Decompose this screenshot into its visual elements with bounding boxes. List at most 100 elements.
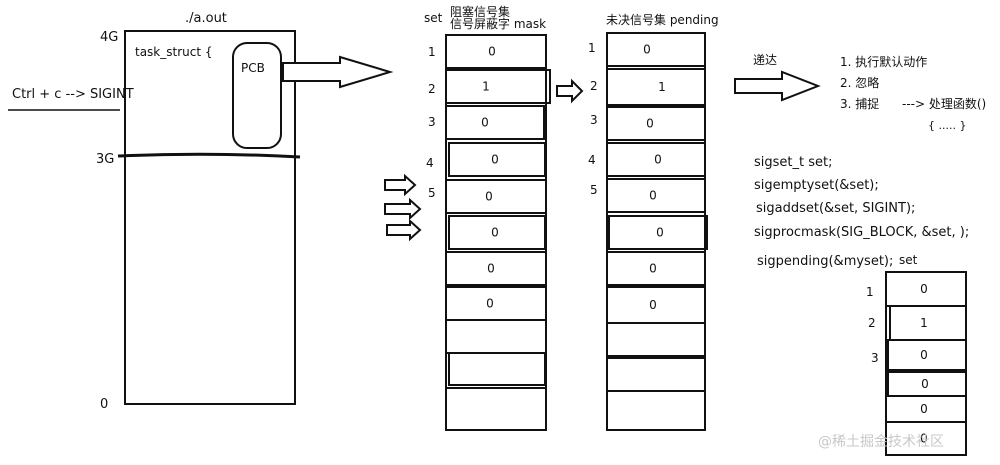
pending-cell	[608, 215, 708, 250]
row-pointer-arrow	[384, 197, 422, 221]
pending-cell	[606, 357, 706, 392]
set-row-label: 1	[866, 285, 874, 299]
pending-row-label: 1	[588, 41, 596, 55]
pending-row-label: 4	[588, 153, 596, 167]
pending-cell	[606, 390, 706, 431]
mask-row-label: 3	[428, 115, 436, 129]
pending-cell	[606, 142, 706, 177]
mask-cell-value: 0	[485, 190, 493, 204]
mask-cell-value: 0	[491, 153, 499, 167]
code-line: sigaddset(&set, SIGINT);	[756, 201, 915, 216]
pending-table-cells: 0 1 0 0 0 0 0 0	[606, 32, 708, 431]
pending-cell	[606, 251, 706, 286]
mask-table-cells: 0 1 0 0 0 0 0 0	[445, 34, 551, 431]
delivery-label: 递达	[753, 53, 777, 67]
pending-cell-value: 0	[649, 189, 657, 203]
delivery-handler-body: { ..... }	[928, 119, 966, 132]
row-pointer-arrow	[386, 218, 422, 242]
pending-cell	[606, 68, 706, 106]
pcb-to-mask-arrow	[282, 55, 394, 89]
mem-label-4g: 4G	[100, 30, 118, 45]
mask-row-label: 4	[426, 156, 434, 170]
set-table-frame	[885, 271, 967, 456]
watermark: @稀土掘金技术社区	[818, 434, 944, 450]
set-cell-value: 0	[920, 348, 928, 362]
mem-label-0: 0	[100, 397, 108, 412]
pcb-label: PCB	[241, 61, 265, 75]
task-struct-label: task_struct {	[135, 45, 213, 59]
mask-cell-value: 0	[486, 297, 494, 311]
pending-row-label: 2	[590, 79, 598, 93]
mask-row-label: 1	[428, 45, 436, 59]
delivery-action-2: 2. 忽略	[840, 75, 879, 90]
pending-row-labels: 1 2 3 4 5	[588, 41, 598, 197]
mask-cell	[445, 69, 551, 104]
set-row-labels: 1 2 3	[866, 285, 879, 365]
pending-cell-value: 0	[643, 43, 651, 57]
set-cell	[889, 305, 967, 341]
mask-cell	[445, 387, 547, 431]
set-cell	[887, 339, 967, 371]
set-cell-value: 0	[920, 432, 928, 446]
delivery-action-1: 1. 执行默认动作	[840, 54, 927, 69]
pending-header: 未决信号集 pending	[606, 12, 719, 27]
pending-cell-value: 0	[656, 226, 664, 240]
mask-to-pending-arrow	[556, 78, 584, 104]
mask-row-labels: 1 2 3 4 5	[426, 45, 436, 200]
mask-header-line2: 信号屏蔽字 mask	[450, 16, 546, 31]
pcb-box	[232, 42, 282, 149]
mask-cell-value: 0	[481, 116, 489, 130]
set-table-label: set	[899, 253, 918, 267]
pending-cell-value: 0	[654, 153, 662, 167]
mask-cell-value: 0	[491, 226, 499, 240]
delivery-arrow	[734, 70, 821, 102]
mask-cell	[445, 179, 547, 214]
set-row-label: 2	[868, 316, 876, 330]
row-pointer-arrow	[384, 173, 417, 197]
set-cell-value: 0	[920, 402, 928, 416]
pending-row-label: 5	[590, 183, 598, 197]
delivery-action-3: 3. 捕捉	[840, 96, 879, 111]
mask-cell	[448, 215, 546, 250]
mask-cell	[448, 352, 546, 386]
set-row-label: 3	[871, 351, 879, 365]
mem-label-3g: 3G	[96, 152, 114, 167]
mask-set-label: set	[424, 11, 443, 25]
pending-cell-value: 1	[658, 80, 666, 94]
code-line: sigprocmask(SIG_BLOCK, &set, );	[754, 225, 969, 240]
pending-cell	[606, 178, 706, 213]
mask-cell	[445, 105, 545, 140]
mask-cell	[445, 319, 547, 354]
code-line: sigemptyset(&set);	[754, 178, 879, 193]
code-line: sigset_t set;	[754, 155, 832, 170]
mask-header-line1: 阻塞信号集	[450, 4, 510, 19]
mask-cell	[445, 34, 547, 69]
ctrl-c-label: Ctrl + c --> SIGINT	[12, 87, 134, 102]
set-cell-value: 1	[920, 316, 928, 330]
pending-cell	[606, 322, 706, 357]
pending-cell-value: 0	[649, 262, 657, 276]
kernel-boundary-line	[117, 152, 301, 159]
mask-cell-value: 0	[488, 45, 496, 59]
mask-cell	[448, 142, 546, 177]
process-memory-box	[124, 30, 296, 405]
mask-row-label: 2	[428, 82, 436, 96]
set-cell-value: 0	[920, 282, 928, 296]
mask-row-label: 5	[428, 186, 436, 200]
delivery-handler: ---> 处理函数()	[902, 96, 986, 111]
mask-cell-value: 1	[482, 80, 490, 94]
code-line: sigpending(&myset);	[757, 254, 893, 269]
set-cell	[885, 421, 967, 456]
set-table-cells: 0 1 0 0 0 0	[885, 271, 967, 456]
pending-cell	[606, 32, 706, 67]
pending-cell	[606, 106, 706, 141]
pending-cell-value: 0	[649, 298, 657, 312]
pending-row-label: 3	[590, 113, 598, 127]
mask-cell	[445, 286, 547, 321]
mask-cell-value: 0	[487, 262, 495, 276]
mask-cell	[445, 251, 547, 286]
pending-cell-value: 0	[646, 117, 654, 131]
process-title: ./a.out	[185, 11, 227, 26]
set-cell-value: 0	[921, 377, 929, 391]
